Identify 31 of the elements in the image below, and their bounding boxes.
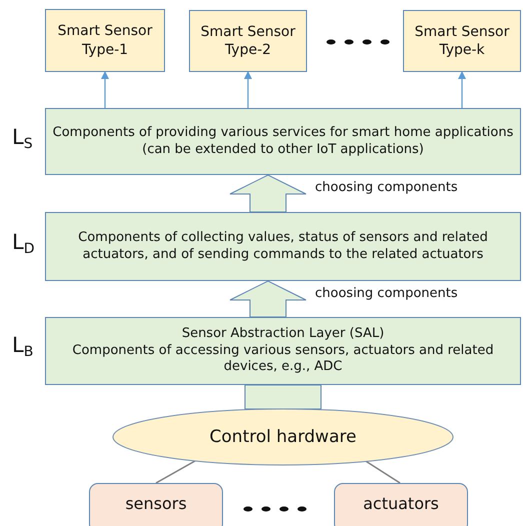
sensor-box: [189, 10, 307, 72]
layer-box: [45, 317, 521, 385]
connector-stem: [244, 384, 322, 410]
block-arrow: [230, 174, 306, 212]
node-text: Smart Sensor Type-2: [200, 22, 296, 60]
edge-label: choosing components: [315, 180, 458, 195]
arrow: [101, 71, 109, 108]
node-text: Smart Sensor Type-k: [414, 22, 510, 60]
layer-box: [45, 212, 521, 281]
node-text: Control hardware: [210, 426, 356, 448]
node-text: actuators: [363, 494, 439, 514]
layer-label: L$_{D}$: [12, 230, 34, 257]
device-box: [334, 483, 468, 526]
node-text: Components of collecting values, status of sensors and related actuators, and of sending commands to the related actuators: [77, 230, 489, 264]
sensor-box: [403, 10, 521, 72]
arrow: [458, 71, 466, 108]
node-text: Components of accessing various sensors, actuators and related devices, e.g., ADC: [71, 342, 495, 376]
device-box: [89, 483, 223, 526]
node-text: Components of providing various services for smart home applications (can be extended to other IoT applications): [52, 124, 514, 158]
layer-label: L$_{S}$: [12, 125, 33, 152]
node-text: Smart Sensor Type-1: [56, 22, 154, 59]
connector-line: [364, 459, 400, 484]
layer-label: L$_{B}$: [12, 333, 34, 360]
layer-box: [45, 108, 521, 175]
arrow: [244, 71, 252, 108]
connector-line: [156, 460, 196, 484]
block-arrow: [230, 280, 306, 318]
layer-heading: Sensor Abstraction Layer (SAL): [182, 326, 384, 343]
node-text: sensors: [125, 494, 187, 514]
sensor-box: [45, 9, 165, 72]
edge-label: choosing components: [315, 286, 458, 301]
